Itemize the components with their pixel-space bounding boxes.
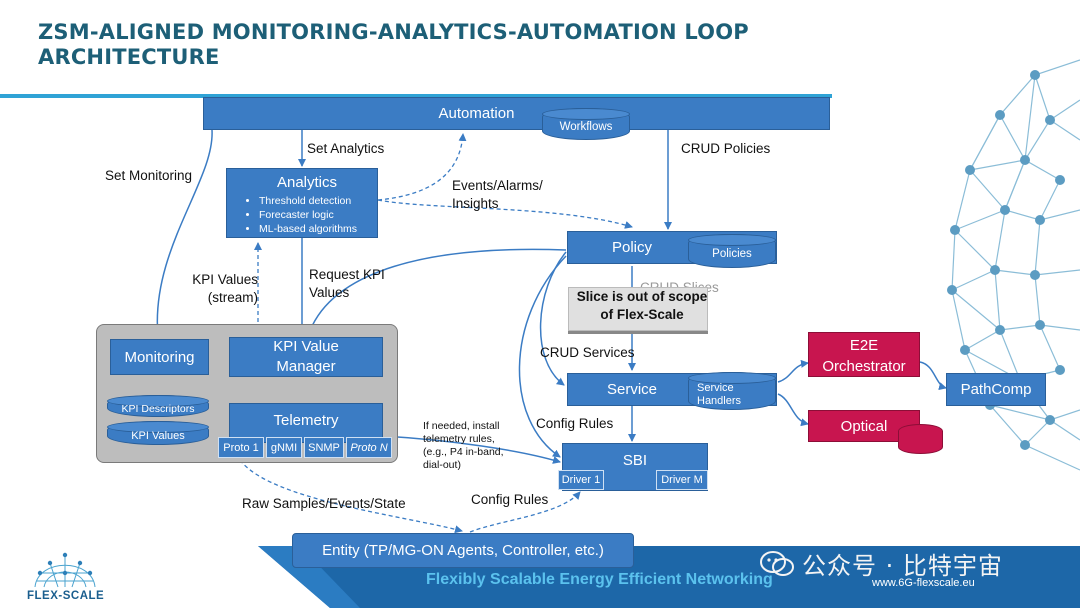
sbi-label: SBI [622, 452, 648, 469]
pathcomp-box[interactable]: PathComp [946, 373, 1046, 406]
slice-note-box [568, 287, 708, 331]
proto-n[interactable]: Proto N [346, 437, 392, 458]
label-crud-services: CRUD Services [540, 345, 635, 360]
title-rule [0, 94, 832, 98]
slide-title: ZSM-ALIGNED MONITORING-ANALYTICS-AUTOMAT… [38, 20, 798, 70]
wechat-watermark: 公众号 · 比特宇宙 [760, 546, 1003, 581]
title-line-2: ARCHITECTURE [38, 45, 220, 69]
analytics-bullet: Threshold detection [259, 194, 357, 208]
service-handlers-db: Service Handlers [688, 372, 776, 410]
analytics-bullet: Forecaster logic [259, 208, 357, 222]
workflows-db: Workflows [542, 108, 630, 140]
policies-db: Policies [688, 234, 776, 268]
analytics-bullets: Threshold detection Forecaster logic ML-… [237, 194, 357, 236]
automation-box[interactable]: Automation [203, 97, 830, 130]
wechat-icon [760, 550, 794, 576]
label-request-kpi: Request KPI Values [309, 267, 385, 300]
driver-m[interactable]: Driver M [656, 470, 708, 490]
analytics-label: Analytics [276, 174, 338, 191]
analytics-bullet: ML-based algorithms [259, 222, 357, 236]
footer-tagline: Flexibly Scalable Energy Efficient Netwo… [426, 571, 773, 588]
label-install-note: If needed, install telemetry rules, (e.g… [423, 420, 504, 471]
monitoring-box[interactable]: Monitoring [110, 339, 209, 375]
policy-label: Policy [611, 239, 652, 256]
kpi-value-manager-box[interactable]: KPI Value Manager [229, 337, 383, 377]
label-crud-policies: CRUD Policies [681, 141, 771, 156]
kpi-descriptors-db: KPI Descriptors [107, 395, 209, 417]
footer-website: www.6G-flexscale.eu [872, 577, 975, 589]
title-line-1: ZSM-ALIGNED MONITORING-ANALYTICS-AUTOMAT… [38, 20, 749, 44]
flex-scale-logo-text: FLEX-SCALE [27, 590, 105, 602]
label-set-analytics: Set Analytics [307, 141, 385, 156]
proto-1[interactable]: Proto 1 [218, 437, 264, 458]
entity-box[interactable]: Entity (TP/MG-ON Agents, Controller, etc… [292, 533, 634, 568]
automation-label: Automation [438, 105, 515, 122]
analytics-box[interactable]: Analytics Threshold detection Forecaster… [226, 168, 378, 238]
e2e-orchestrator-box[interactable]: E2E Orchestrator [808, 332, 920, 377]
label-config-rules-entity: Config Rules [471, 492, 549, 507]
proto-gnmi[interactable]: gNMI [266, 437, 302, 458]
label-set-monitoring: Set Monitoring [105, 168, 193, 183]
label-kpi-values-stream: KPI Values (stream) [192, 272, 258, 305]
kpi-values-db: KPI Values [107, 421, 209, 445]
flex-scale-logo-icon [34, 552, 96, 588]
driver-1[interactable]: Driver 1 [558, 470, 604, 490]
label-events: Events/Alarms/ Insights [452, 178, 543, 211]
optical-db [898, 424, 943, 454]
telemetry-box[interactable]: Telemetry [229, 403, 383, 443]
proto-snmp[interactable]: SNMP [304, 437, 344, 458]
label-raw-samples: Raw Samples/Events/State [242, 496, 406, 511]
slice-note-text: Slice is out of scope of Flex-Scale [576, 289, 708, 322]
label-config-rules-sbi: Config Rules [536, 416, 614, 431]
service-label: Service [606, 381, 658, 398]
